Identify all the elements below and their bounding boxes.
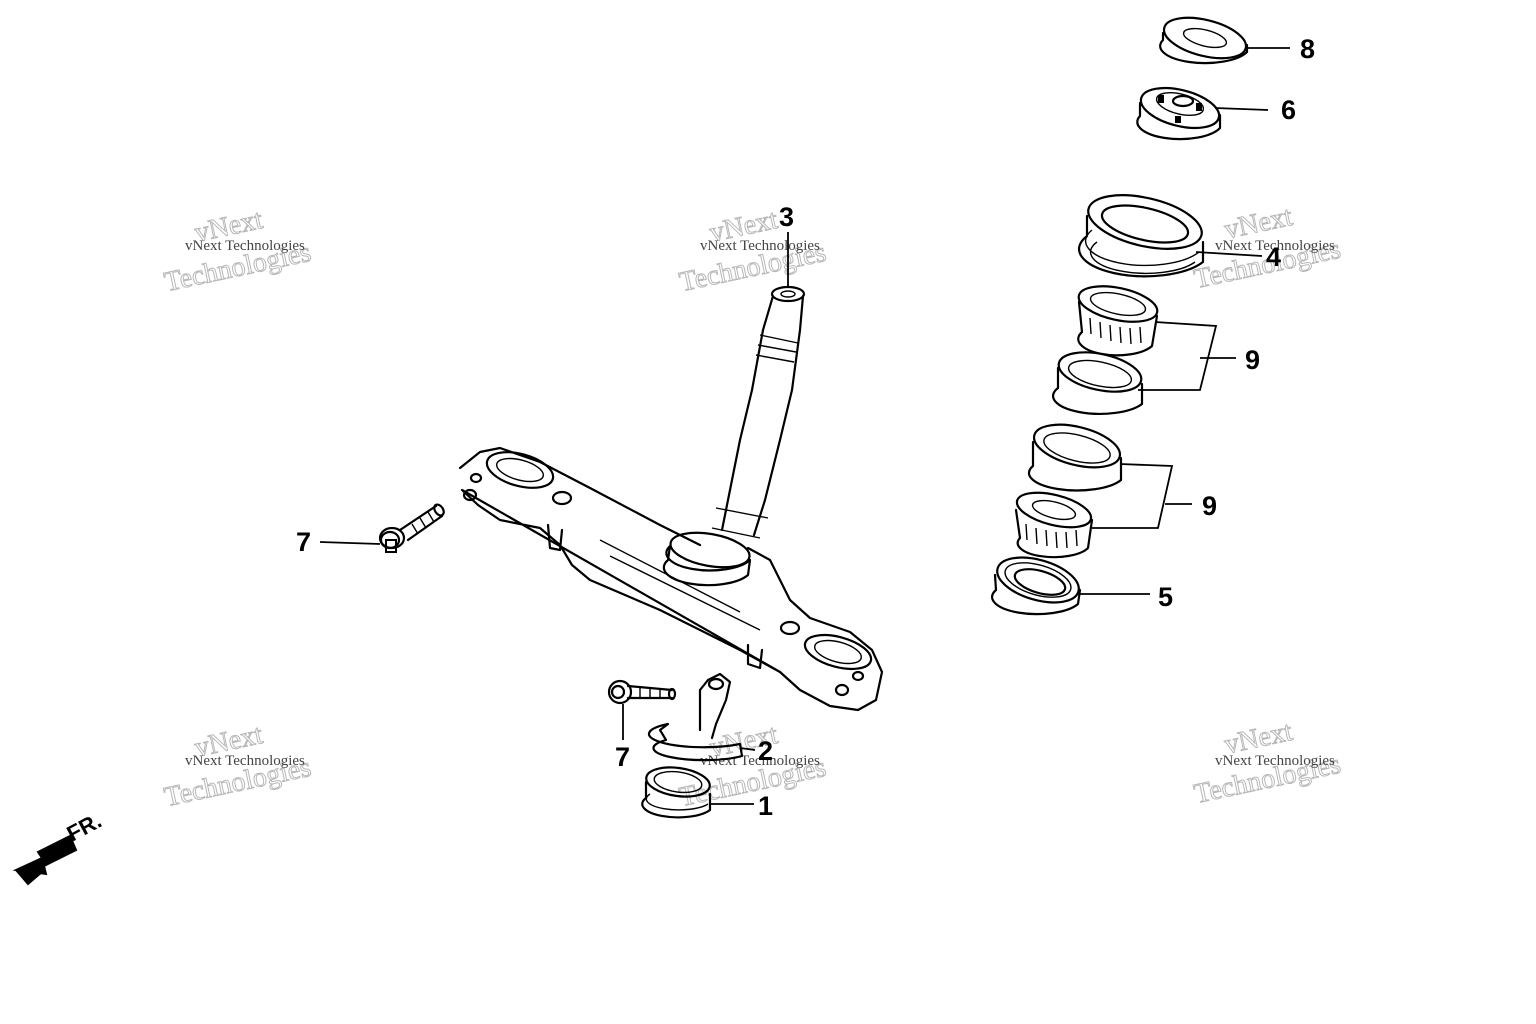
svg-text:vNext Technologies: vNext Technologies	[700, 753, 820, 769]
part-1-cap	[641, 766, 712, 819]
watermark-top-right: vNext Technologies vNext Technologies	[1191, 201, 1344, 296]
watermark-top-left: vNext Technologies vNext Technologies	[161, 204, 314, 299]
callout-9-upper: 9	[1245, 345, 1260, 375]
svg-text:vNext Technologies: vNext Technologies	[700, 238, 820, 254]
part-9-upper-bearing	[1077, 285, 1159, 357]
part-9-lower-race	[1027, 423, 1123, 492]
callout-5: 5	[1158, 582, 1173, 612]
part-7-left-bolt	[378, 503, 445, 553]
callout-7-lower: 7	[615, 742, 630, 772]
part-9-upper-race	[1051, 351, 1144, 415]
watermark-top-center: vNext Technologies vNext Technologies	[676, 204, 829, 299]
watermark-bottom-left: vNext Technologies vNext Technologies	[161, 719, 314, 814]
watermark-bottom-right: vNext Technologies vNext Technologies	[1191, 716, 1344, 811]
part-8-dust-seal	[1159, 16, 1249, 65]
svg-text:vNext Technologies: vNext Technologies	[185, 753, 305, 769]
callout-8: 8	[1300, 34, 1315, 64]
callout-3: 3	[779, 202, 794, 232]
part-7-lower-bolt	[607, 679, 677, 705]
svg-text:vNext Technologies: vNext Technologies	[1215, 238, 1335, 254]
part-3-steering-stem	[458, 285, 884, 712]
part-2-cable-guide	[647, 672, 744, 762]
callout-9-lower: 9	[1202, 491, 1217, 521]
part-4-adjusting-nut	[1077, 194, 1205, 278]
leader-lines	[319, 47, 1290, 805]
part-9-lower-bearing	[1014, 491, 1094, 559]
svg-text:vNext Technologies: vNext Technologies	[185, 238, 305, 254]
callout-7-left: 7	[296, 527, 311, 557]
callout-2: 2	[758, 736, 773, 766]
callout-6: 6	[1281, 95, 1296, 125]
callout-1: 1	[758, 791, 773, 821]
part-5-lower-dust-seal	[991, 556, 1082, 616]
front-direction-arrow: FR.	[12, 808, 106, 886]
part-6-lock-nut	[1136, 86, 1222, 141]
svg-text:vNext Technologies: vNext Technologies	[1215, 753, 1335, 769]
callout-4: 4	[1266, 242, 1281, 272]
callouts: 8 6 3 4 9 9 7 5 2 7 1	[296, 34, 1315, 821]
watermark-bottom-center: vNext Technologies vNext Technologies	[676, 719, 829, 814]
